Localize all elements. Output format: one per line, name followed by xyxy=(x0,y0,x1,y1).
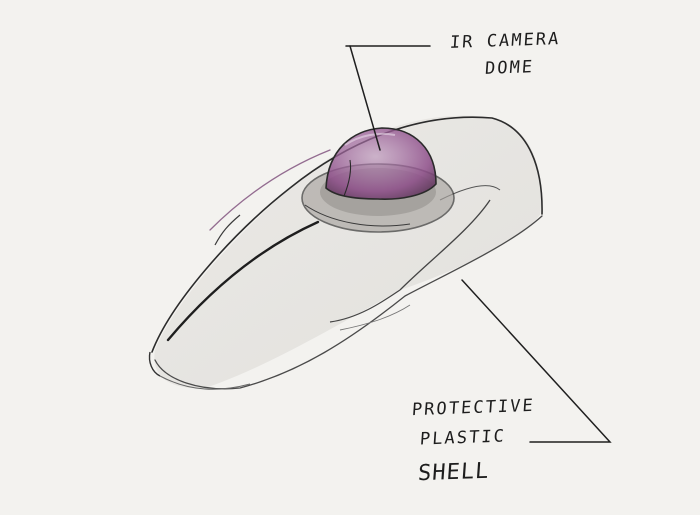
annotation-dome: DOME xyxy=(484,59,534,78)
annotation-plastic: PLASTIC xyxy=(419,429,506,449)
annotation-shell: SHELL xyxy=(417,461,490,485)
annotation-ir-camera: IR CAMERA xyxy=(449,31,561,52)
annotation-protective: PROTECTIVE xyxy=(411,398,535,419)
